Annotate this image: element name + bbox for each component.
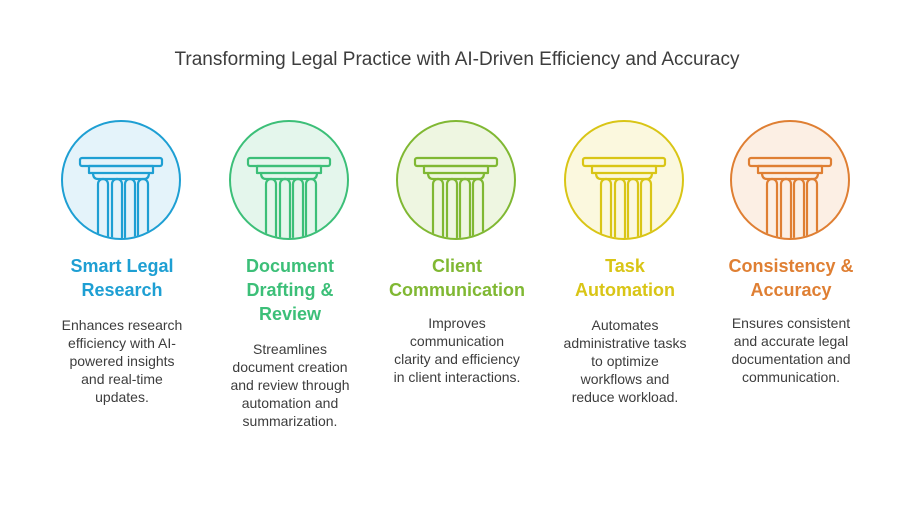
pillar-heading: Task Automation — [541, 254, 709, 302]
pillar-description-line: automation and — [241, 395, 339, 411]
pillar-description-line: workflows and — [580, 371, 670, 387]
pillar-heading: Smart Legal Research — [38, 254, 206, 302]
pillar-circle — [730, 120, 850, 240]
pillar-description-line: Automates — [591, 317, 659, 333]
pillar-description: Automates administrative tasks to optimi… — [545, 316, 705, 406]
pillar-heading: Client Communication — [373, 254, 541, 302]
pillar-circle — [229, 120, 349, 240]
pillar-description-line: Enhances research — [61, 317, 183, 333]
pillar-circle — [61, 120, 181, 240]
pillar-description: Streamlines document creation and review… — [210, 340, 370, 430]
pillar-description-line: documentation and — [731, 351, 851, 367]
pillar-description: Enhances research efficiency with AI- po… — [42, 316, 202, 406]
pillar-icon — [78, 156, 164, 238]
pillar-description-line: Streamlines — [253, 341, 327, 357]
pillar-description-line: administrative tasks — [563, 335, 687, 351]
pillar-heading-line: Smart Legal — [70, 256, 174, 276]
pillar-heading: Document Drafting & Review — [206, 254, 374, 326]
pillar-task-automation: Task Automation Automates administrative… — [541, 0, 709, 506]
pillar-description-line: summarization. — [242, 413, 338, 429]
pillar-heading-line: Automation — [575, 280, 675, 300]
diagram-title: Transforming Legal Practice with AI-Driv… — [174, 49, 740, 70]
pillar-heading-line: Consistency & — [728, 256, 854, 276]
pillar-description-line: communication — [409, 333, 505, 349]
pillar-description-line: Improves — [428, 315, 486, 331]
pillar-description: Improves communication clarity and effic… — [377, 314, 537, 386]
pillar-description: Ensures consistent and accurate legal do… — [711, 314, 871, 386]
pillar-heading-line: Accuracy — [750, 280, 832, 300]
pillar-description-line: communication. — [741, 369, 841, 385]
pillar-heading-line: Client — [431, 256, 482, 276]
pillar-description-line: document creation — [232, 359, 348, 375]
pillar-description-line: updates. — [95, 389, 149, 405]
pillar-document-drafting-review: Document Drafting & Review Streamlines d… — [206, 0, 374, 506]
pillar-circle — [564, 120, 684, 240]
pillar-heading-line: Communication — [388, 280, 525, 300]
pillar-description-line: Ensures consistent — [731, 315, 851, 331]
pillar-description-line: clarity and efficiency — [394, 351, 520, 367]
pillar-icon — [246, 156, 332, 238]
pillar-heading-line: Drafting & — [246, 280, 334, 300]
pillar-description-line: in client interactions. — [393, 369, 521, 385]
pillar-heading: Consistency & Accuracy — [707, 254, 875, 302]
pillar-icon — [581, 156, 667, 238]
pillar-consistency-accuracy: Consistency & Accuracy Ensures consisten… — [707, 0, 875, 506]
pillar-description-line: reduce workload. — [571, 389, 679, 405]
pillar-icon — [413, 156, 499, 238]
pillar-description-line: to optimize — [591, 353, 659, 369]
pillar-description-line: and real-time — [81, 371, 163, 387]
pillar-heading-line: Research — [81, 280, 163, 300]
pillar-client-communication: Client Communication Improves communicat… — [373, 0, 541, 506]
pillar-circle — [396, 120, 516, 240]
pillar-description-line: and accurate legal — [733, 333, 849, 349]
pillar-heading-line: Task — [605, 256, 645, 276]
pillar-heading-line: Review — [258, 304, 322, 324]
pillar-heading-line: Document — [245, 256, 334, 276]
pillar-smart-legal-research: Smart Legal Research Enhances research e… — [38, 0, 206, 506]
pillar-description-line: efficiency with AI- — [68, 335, 176, 351]
pillar-icon — [747, 156, 833, 238]
pillar-description-line: powered insights — [69, 353, 175, 369]
pillar-description-line: and review through — [230, 377, 350, 393]
